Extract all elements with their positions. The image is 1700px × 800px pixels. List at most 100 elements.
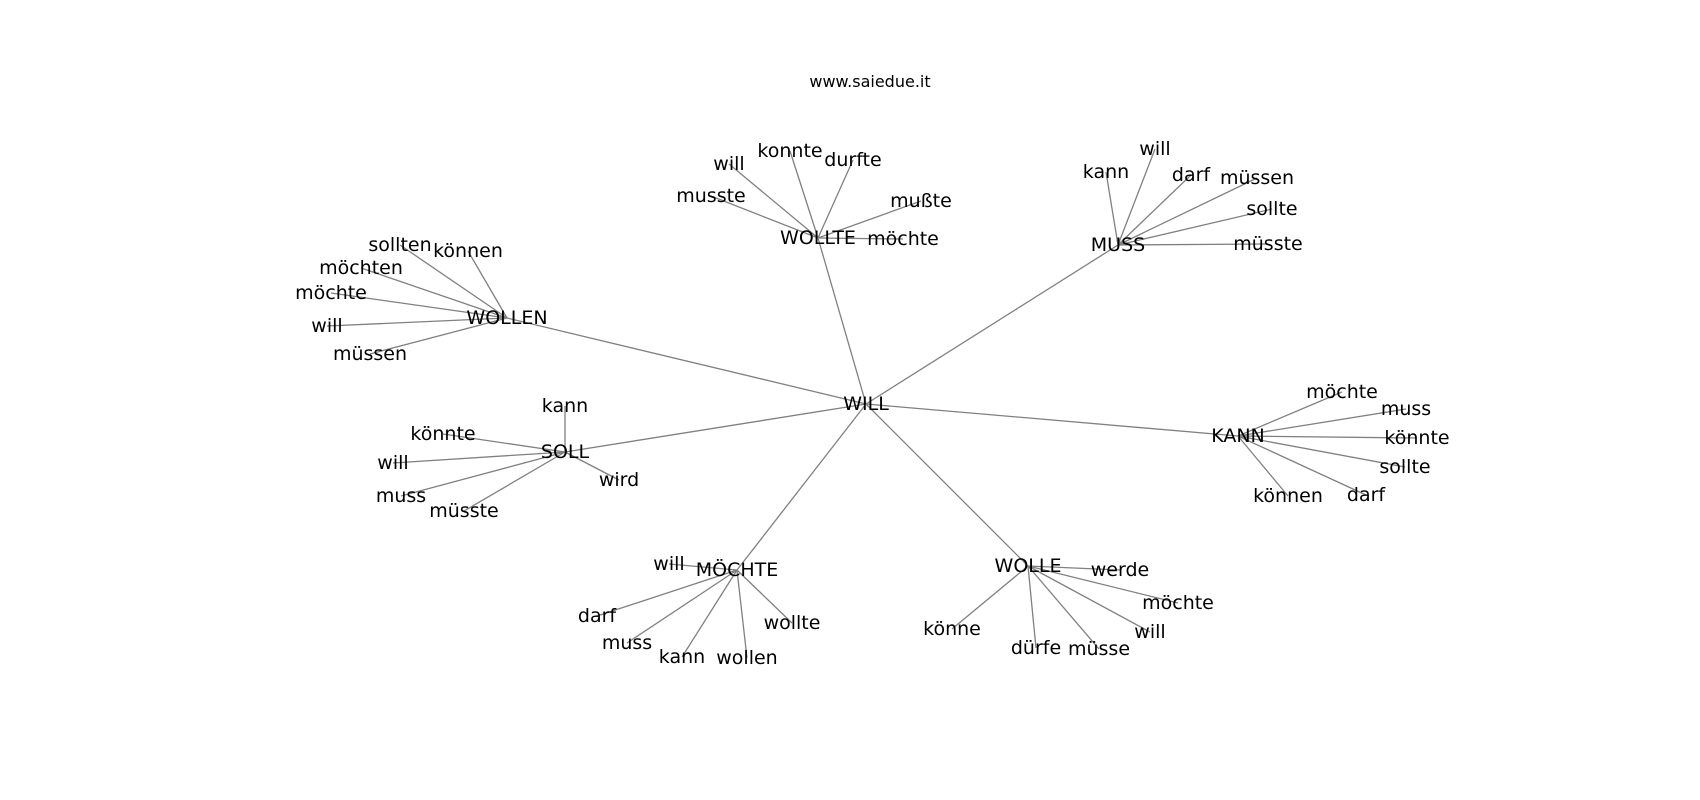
leaf-node: muss	[376, 485, 426, 507]
leaf-node: will	[311, 315, 342, 337]
leaf-node: sollte	[1379, 456, 1430, 478]
edge-muss-leaf	[1117, 208, 1273, 246]
leaf-node: darf	[1347, 484, 1387, 506]
edge-wollen-leaf	[326, 317, 508, 327]
edge-center-wolle	[865, 403, 1029, 567]
edge-kann-leaf	[1237, 391, 1343, 437]
edge-wollen-leaf	[360, 267, 508, 319]
edge-moechte-leaf	[668, 563, 738, 571]
edge-wollen-leaf	[467, 250, 508, 319]
edge-soll-leaf	[392, 451, 566, 464]
edge-kann-leaf	[1237, 435, 1367, 496]
edge-muss-leaf	[1105, 171, 1119, 246]
leaf-node: muss	[1381, 398, 1431, 420]
leaf-node: sollte	[1246, 198, 1297, 220]
edge-muss-leaf	[1117, 177, 1258, 246]
edge-wollen-leaf	[330, 292, 508, 319]
leaf-node: müsste	[429, 500, 499, 522]
leaf-node: werde	[1091, 559, 1149, 581]
edge-kann-leaf	[1237, 435, 1418, 439]
edge-kann-leaf	[1237, 435, 1406, 468]
leaf-node: möchte	[295, 282, 367, 304]
hub-node-kann: KANN	[1211, 425, 1265, 447]
edge-wollte-leaf	[817, 159, 854, 239]
edge-center-wollen	[506, 317, 867, 405]
leaf-node: möchte	[867, 228, 939, 250]
edge-wolle-leaf	[1027, 565, 1100, 650]
edge-muss-leaf	[1117, 174, 1192, 246]
leaf-node: muss	[602, 632, 652, 654]
edge-kann-leaf	[1237, 408, 1407, 437]
leaf-node: müsse	[1068, 638, 1130, 660]
leaf-node: durfte	[824, 149, 881, 171]
edge-wolle-leaf	[1027, 565, 1037, 649]
edge-wollte-leaf	[710, 195, 819, 239]
edge-wollte-leaf	[789, 150, 819, 239]
hub-node-soll: SOLL	[541, 441, 590, 463]
edge-wolle-leaf	[1027, 565, 1121, 571]
site-label: www.saiedue.it	[809, 72, 930, 91]
edge-muss-leaf	[1117, 243, 1269, 246]
edge-soll-leaf	[463, 451, 566, 512]
hub-node-wollte: WOLLTE	[780, 227, 856, 249]
edge-wolle-leaf	[951, 565, 1029, 630]
edge-wollen-leaf	[369, 317, 508, 355]
leaf-node: will	[1134, 621, 1165, 643]
leaf-node: kann	[659, 646, 705, 668]
leaf-node: kann	[1083, 161, 1129, 183]
leaf-node: möchte	[1306, 381, 1378, 403]
edge-wollte-leaf	[728, 163, 819, 239]
edge-wolle-leaf	[1027, 565, 1179, 604]
leaf-node: will	[713, 153, 744, 175]
leaf-node: darf	[578, 605, 618, 627]
hub-node-moechte: MÖCHTE	[696, 558, 779, 581]
leaf-node: will	[653, 553, 684, 575]
leaf-node: wird	[599, 469, 639, 491]
edge-center-muss	[865, 244, 1119, 405]
leaf-node: konnte	[757, 140, 822, 162]
leaf-node: könne	[923, 618, 981, 640]
edge-soll-leaf	[400, 451, 566, 497]
leaf-node: könnte	[410, 423, 475, 445]
leaf-node: will	[377, 452, 408, 474]
leaf-node: möchte	[1142, 592, 1214, 614]
edge-soll-leaf	[564, 451, 620, 481]
leaf-node: möchten	[319, 257, 403, 279]
hub-node-wollen: WOLLEN	[466, 307, 547, 329]
edge-kann-leaf	[1237, 435, 1289, 497]
edge-moechte-leaf	[681, 569, 738, 658]
leaf-node: müsste	[1233, 233, 1303, 255]
hub-node-muss: MUSS	[1091, 234, 1145, 256]
leaf-node: mußte	[890, 190, 952, 212]
edge-wollen-leaf	[399, 244, 508, 319]
edge-center-kann	[865, 403, 1239, 437]
leaf-node: dürfe	[1011, 637, 1061, 659]
edge-moechte-leaf	[736, 569, 748, 659]
leaf-node: musste	[676, 185, 746, 207]
edges-layer	[326, 148, 1418, 659]
leaf-node: wollen	[716, 647, 777, 669]
leaf-node: darf	[1172, 164, 1212, 186]
center-node: WILL	[843, 393, 889, 415]
edge-soll-leaf	[442, 433, 566, 453]
edge-moechte-leaf	[596, 569, 738, 617]
leaf-node: müssen	[333, 343, 407, 365]
leaf-node: könnte	[1384, 427, 1449, 449]
hub-node-wolle: WOLLE	[995, 555, 1062, 577]
leaf-node: will	[1139, 138, 1170, 160]
edge-wollte-leaf	[817, 200, 922, 239]
edge-muss-leaf	[1117, 148, 1156, 246]
leaf-node: sollten	[368, 234, 431, 256]
leaf-node: kann	[542, 395, 588, 417]
edge-moechte-leaf	[736, 569, 793, 624]
leaf-node: können	[1253, 485, 1323, 507]
edge-center-wollte	[817, 237, 867, 405]
edge-center-soll	[564, 403, 867, 453]
edge-wollte-leaf	[817, 237, 904, 240]
leaf-node: wollte	[764, 612, 821, 634]
edge-center-moechte	[736, 403, 867, 571]
leaf-node: müssen	[1220, 167, 1294, 189]
edge-moechte-leaf	[626, 569, 738, 644]
